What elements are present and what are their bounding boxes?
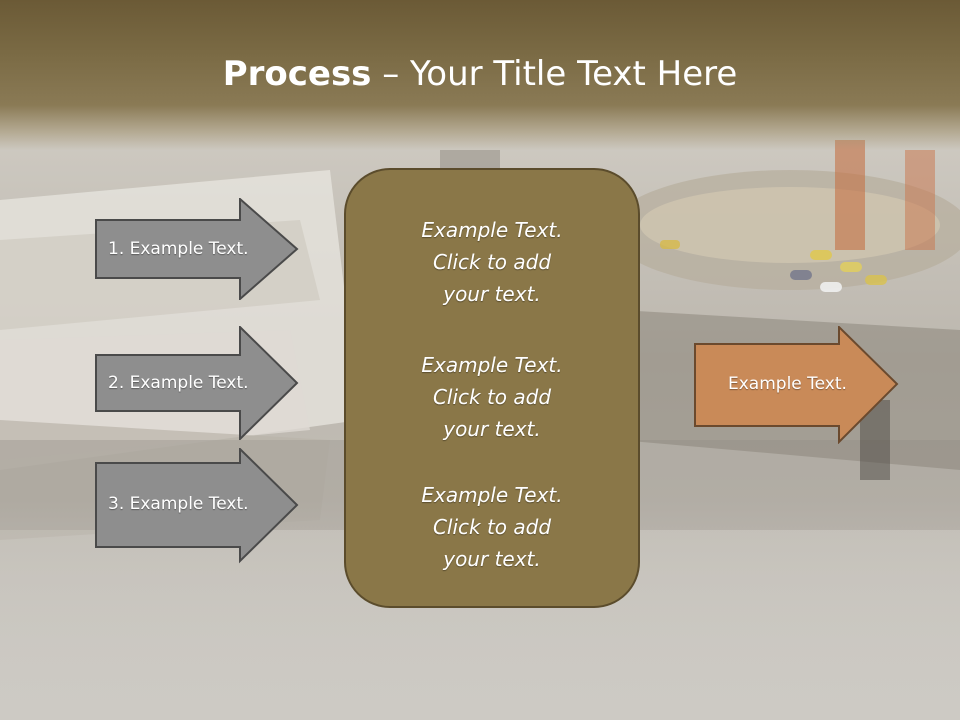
right-arrow-label: Example Text. bbox=[728, 374, 847, 394]
center-text-line: Example Text. bbox=[421, 218, 563, 242]
center-text-block-1: Example Text. Click to add your text. bbox=[346, 214, 638, 310]
center-text-line: Click to add bbox=[432, 385, 552, 409]
center-text-line: Click to add bbox=[432, 515, 552, 539]
center-text-block-3: Example Text. Click to add your text. bbox=[346, 479, 638, 575]
center-text-line: your text. bbox=[443, 417, 541, 441]
title-rest: – Your Title Text Here bbox=[371, 54, 738, 94]
center-text-line: your text. bbox=[443, 547, 541, 571]
left-arrow-2[interactable]: 2. Example Text. bbox=[95, 326, 300, 440]
left-arrow-2-label: 2. Example Text. bbox=[108, 373, 249, 393]
arrow-right-icon bbox=[95, 198, 299, 300]
center-text-box[interactable]: Example Text. Click to add your text. Ex… bbox=[344, 168, 640, 608]
center-text-block-2: Example Text. Click to add your text. bbox=[346, 349, 638, 445]
left-arrow-1[interactable]: 1. Example Text. bbox=[95, 198, 300, 300]
center-text-line: Example Text. bbox=[421, 353, 563, 377]
title-band bbox=[0, 0, 960, 150]
left-arrow-3-label: 3. Example Text. bbox=[108, 494, 249, 514]
right-arrow[interactable]: Example Text. bbox=[694, 326, 900, 444]
center-text-line: Click to add bbox=[432, 250, 552, 274]
slide-title: Process – Your Title Text Here bbox=[0, 52, 960, 96]
center-text-line: your text. bbox=[443, 282, 541, 306]
title-bold: Process bbox=[222, 54, 372, 94]
center-text-line: Example Text. bbox=[421, 483, 563, 507]
arrow-right-icon bbox=[95, 326, 299, 440]
left-arrow-3[interactable]: 3. Example Text. bbox=[95, 448, 300, 564]
arrow-right-icon bbox=[95, 448, 299, 564]
left-arrow-1-label: 1. Example Text. bbox=[108, 239, 249, 259]
arrow-right-icon bbox=[694, 326, 899, 444]
